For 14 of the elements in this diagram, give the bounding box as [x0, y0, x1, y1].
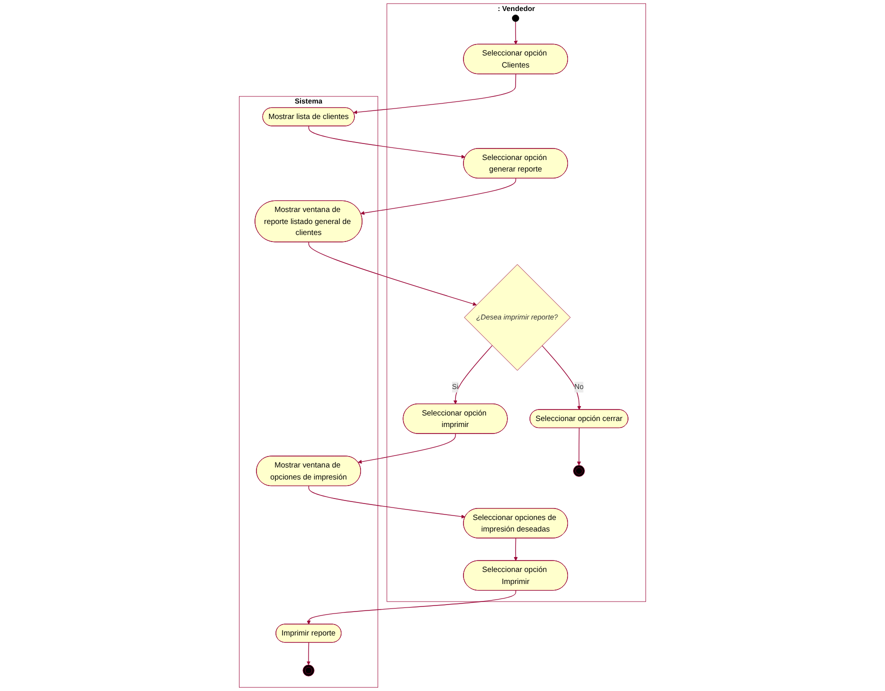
node-circle	[512, 14, 520, 22]
arrow	[308, 126, 466, 159]
arrow	[542, 345, 582, 410]
arrow	[360, 178, 516, 215]
arrow	[308, 486, 466, 519]
arrow	[353, 74, 516, 114]
arrow	[358, 433, 456, 464]
arrow	[514, 538, 518, 561]
arrow	[306, 590, 516, 624]
arrow	[306, 642, 311, 666]
arrow	[577, 428, 581, 466]
arrow	[453, 345, 493, 404]
arrow	[308, 242, 477, 306]
arrow	[514, 21, 518, 45]
